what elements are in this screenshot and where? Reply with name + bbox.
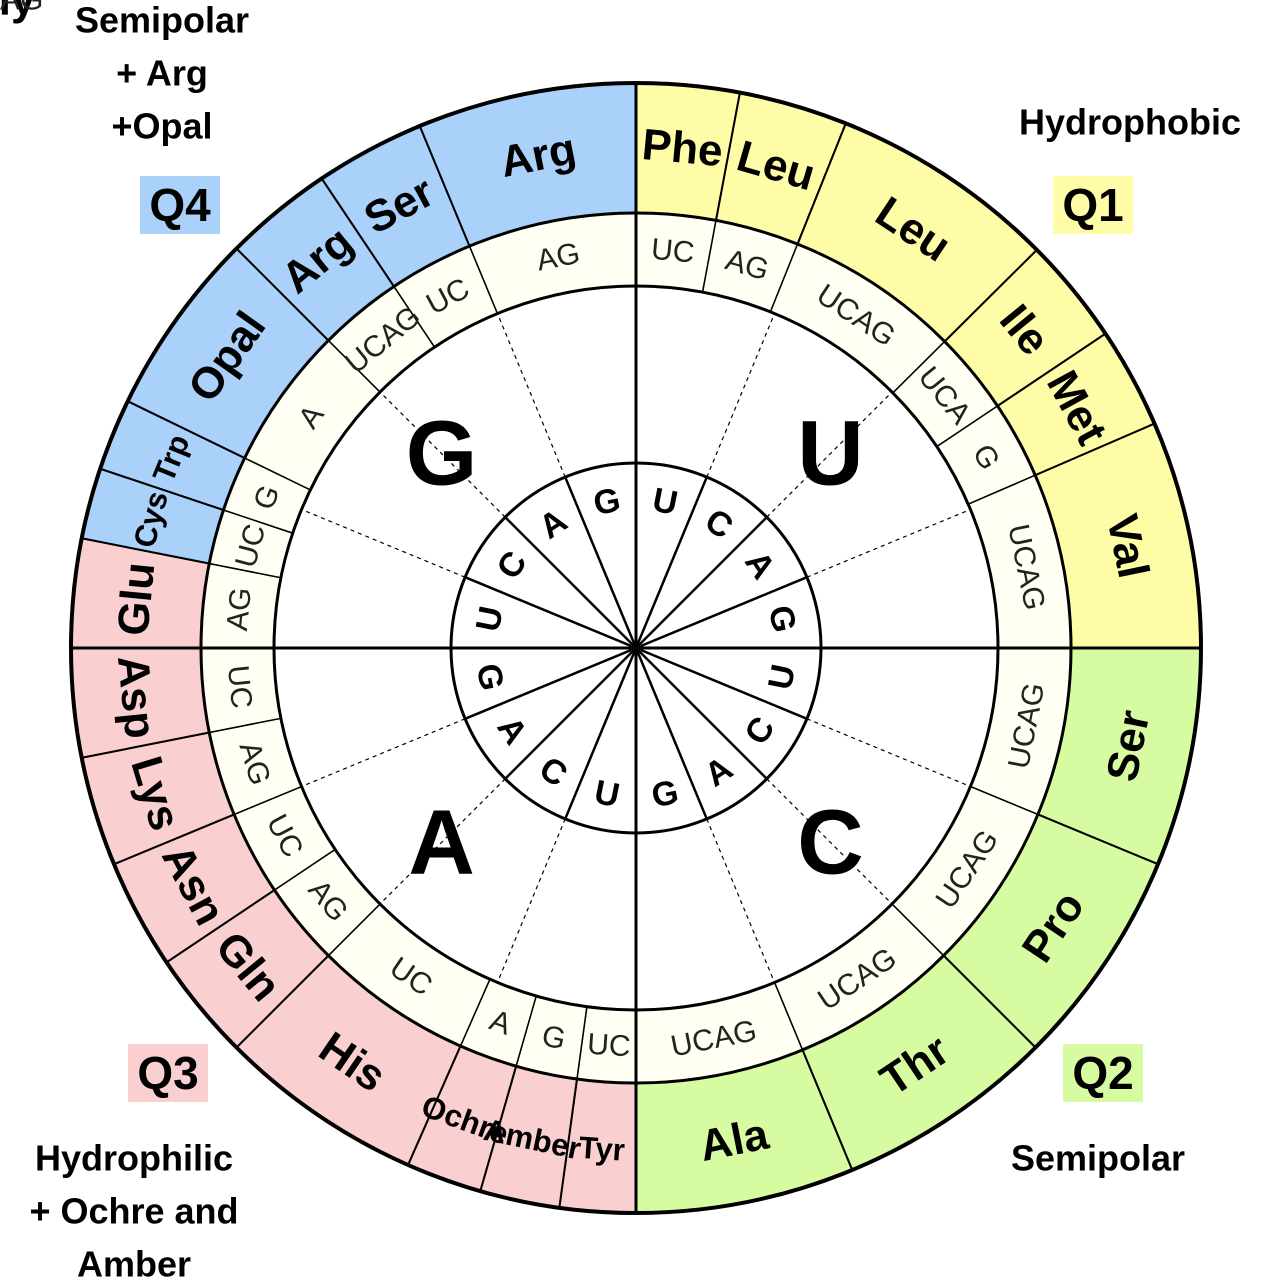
dashed-divider bbox=[706, 313, 776, 478]
dashed-divider bbox=[766, 391, 893, 518]
amino-acid-label: Asp bbox=[108, 653, 165, 741]
second-base-divider bbox=[635, 647, 768, 780]
quadrant-label: Q4 bbox=[149, 179, 211, 231]
quadrant-label: Q2 bbox=[1072, 1047, 1133, 1099]
ring-outline bbox=[199, 211, 1073, 1085]
second-base-divider bbox=[504, 516, 637, 649]
ring-outline bbox=[449, 461, 823, 835]
dashed-divider bbox=[706, 818, 776, 983]
quadrant-description: + Ochre and bbox=[29, 1191, 238, 1232]
dashed-divider bbox=[766, 778, 893, 905]
ring-outline bbox=[272, 284, 1000, 1012]
amino-acid-label: Glu bbox=[108, 560, 164, 638]
second-base-divider bbox=[464, 576, 637, 650]
dashed-divider bbox=[379, 391, 506, 518]
dashed-divider bbox=[301, 718, 466, 788]
second-base-divider bbox=[564, 476, 638, 649]
ring-outline bbox=[69, 81, 1203, 1215]
dashed-divider bbox=[301, 508, 466, 578]
first-base-letter: U bbox=[797, 403, 863, 505]
amino-acid-label: Phe bbox=[640, 120, 725, 176]
quadrant-description: Semipolar bbox=[75, 0, 249, 41]
dashed-divider bbox=[806, 718, 971, 788]
quadrant-label: Q1 bbox=[1062, 179, 1123, 231]
amino-acid-label: Tyr bbox=[578, 1130, 626, 1168]
second-base-divider bbox=[635, 576, 808, 650]
codon-label: UCAG bbox=[0, 0, 43, 17]
quadrant-description: Hydrophobic bbox=[1019, 102, 1241, 143]
quadrant-description: Semipolar bbox=[1011, 1138, 1185, 1179]
amino-acid-label: Gly bbox=[0, 0, 36, 25]
first-base-letter: G bbox=[406, 403, 478, 505]
codon-label: UC bbox=[650, 233, 696, 270]
codon-label: UC bbox=[221, 664, 258, 710]
second-base-divider bbox=[464, 646, 637, 720]
quadrant-label: Q3 bbox=[137, 1047, 198, 1099]
second-base-divider bbox=[634, 476, 708, 649]
first-base-letter: C bbox=[797, 791, 863, 893]
second-base-divider bbox=[564, 647, 638, 820]
first-base-letter: A bbox=[408, 791, 474, 893]
quadrant-label-highlight bbox=[128, 1044, 208, 1102]
codon-label: AG bbox=[221, 586, 258, 632]
codon-label: UC bbox=[586, 1028, 631, 1064]
dashed-divider bbox=[496, 818, 566, 983]
quadrant-label-highlight bbox=[140, 176, 220, 234]
quadrant-description: Amber bbox=[77, 1244, 191, 1280]
second-base-divider bbox=[634, 647, 708, 820]
quadrant-label-highlight bbox=[1053, 176, 1133, 234]
quadrant-label-highlight bbox=[1063, 1044, 1143, 1102]
dashed-divider bbox=[806, 508, 971, 578]
second-base-divider bbox=[635, 516, 768, 649]
quadrant-description: Hydrophilic bbox=[35, 1138, 233, 1179]
second-base-divider bbox=[504, 647, 637, 780]
quadrant-description: +Opal bbox=[111, 106, 212, 147]
quadrant-description: + Arg bbox=[116, 53, 208, 94]
dashed-divider bbox=[496, 313, 566, 478]
divider-lines bbox=[71, 83, 1201, 1213]
dashed-divider bbox=[379, 778, 506, 905]
second-base-divider bbox=[635, 646, 808, 720]
ring-outlines bbox=[69, 81, 1203, 1215]
